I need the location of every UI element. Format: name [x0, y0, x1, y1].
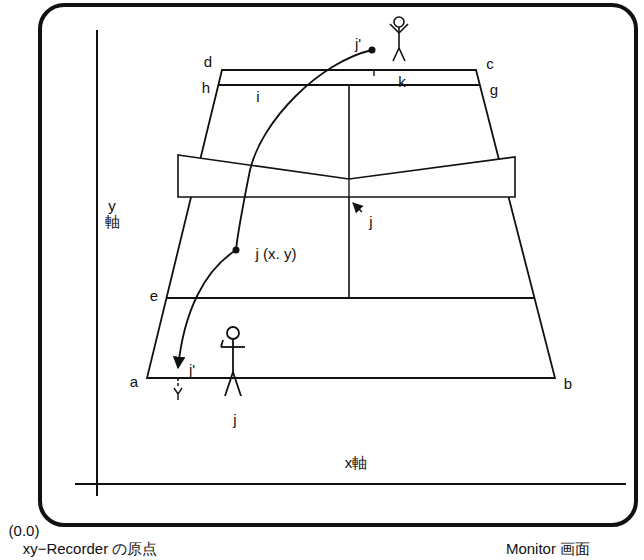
center-line	[348, 85, 350, 298]
origin-label: (0.0)	[9, 523, 40, 540]
corner-label: d	[204, 54, 212, 71]
player-label: j	[233, 412, 236, 429]
corner-label: e	[150, 288, 158, 305]
corner-label: h	[202, 80, 210, 97]
point-label: j	[369, 214, 372, 231]
point-label: i	[256, 89, 259, 106]
point-label: j (x. y)	[256, 246, 297, 263]
axis-label: y 軸	[105, 198, 120, 231]
bounce-tick	[373, 70, 374, 76]
point-label: j'	[189, 362, 195, 379]
corner-label: a	[130, 374, 138, 391]
ground-mark	[174, 388, 182, 400]
caption-label: xy−Recorder の原点	[23, 541, 158, 558]
monitor-frame	[40, 5, 636, 525]
point-label: j'	[355, 36, 361, 53]
ball-point	[233, 247, 240, 254]
player-figure	[390, 17, 408, 61]
corner-label: c	[486, 56, 494, 73]
corner-label: g	[490, 82, 498, 99]
x-axis	[75, 483, 626, 485]
trajectory-dash	[177, 378, 179, 386]
player-label: k	[398, 74, 406, 91]
y-axis	[96, 30, 98, 496]
court-outline	[147, 70, 555, 378]
net-center	[348, 179, 349, 197]
axis-label: x軸	[345, 455, 368, 472]
net	[178, 155, 515, 197]
ball-trajectory	[178, 250, 236, 368]
caption-label: Monitor 画面	[506, 541, 590, 558]
player-figure	[221, 327, 245, 396]
ball-point	[369, 47, 376, 54]
ball-trajectory	[236, 50, 372, 250]
leader-arrow	[353, 203, 362, 212]
corner-label: b	[564, 376, 572, 393]
service-line-e	[166, 297, 535, 299]
